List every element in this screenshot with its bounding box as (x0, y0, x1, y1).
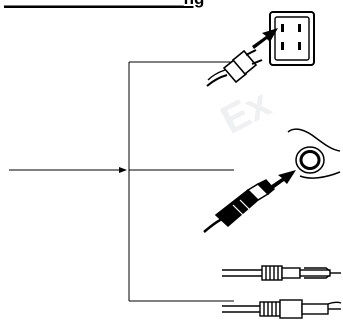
insert-arrow-socket (267, 170, 296, 191)
insert-arrow-outlet (252, 28, 278, 49)
solar-connector-female-icon (222, 299, 342, 319)
solar-connector-male-icon (222, 265, 341, 281)
wall-outlet-icon (269, 11, 315, 66)
car-plug-icon (203, 179, 276, 233)
connection-lines (9, 61, 234, 302)
page-heading-fragment: ___________________ng (4, 0, 204, 9)
car-socket-icon (287, 128, 341, 179)
ac-plug-icon (206, 49, 263, 87)
